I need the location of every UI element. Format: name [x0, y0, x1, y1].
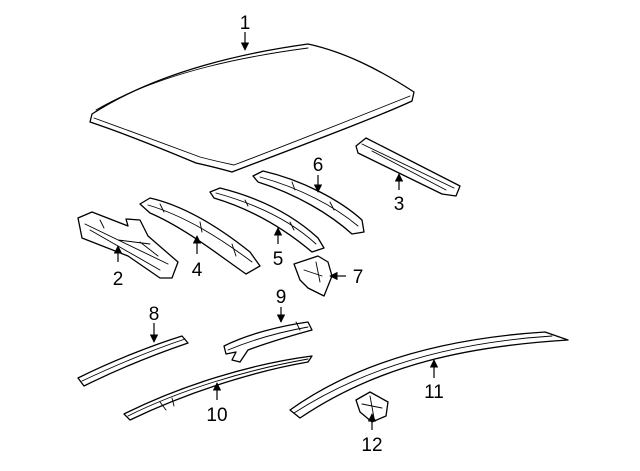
callout-6: 6: [313, 155, 324, 176]
callout-8: 8: [149, 304, 160, 325]
callout-labels: 1 2 3 4 5 6 7 8 9 10 11 12: [113, 13, 444, 456]
callout-9: 9: [276, 287, 287, 308]
leader-lines: [113, 32, 439, 430]
callout-5: 5: [273, 249, 284, 270]
side-rail-lower-part: [123, 355, 313, 421]
callout-2: 2: [113, 269, 124, 290]
callout-7: 7: [353, 267, 364, 288]
bracket-part: [293, 255, 333, 297]
callout-1: 1: [240, 13, 251, 34]
callout-4: 4: [192, 260, 203, 281]
callout-3: 3: [394, 194, 405, 215]
callout-12: 12: [361, 435, 382, 456]
roof-bow-rear-part: [252, 170, 365, 235]
callout-10: 10: [206, 405, 227, 426]
roof-side-rail-part: [289, 331, 569, 419]
side-rail-upper-part: [223, 321, 313, 363]
roof-panel-part: [89, 43, 415, 173]
callout-11: 11: [424, 382, 444, 403]
roof-bow-center-part: [209, 187, 325, 253]
side-rail-front-part: [77, 335, 189, 387]
rear-header-part: [355, 137, 461, 197]
front-header-part: [77, 211, 179, 279]
small-bracket-part: [355, 391, 389, 423]
